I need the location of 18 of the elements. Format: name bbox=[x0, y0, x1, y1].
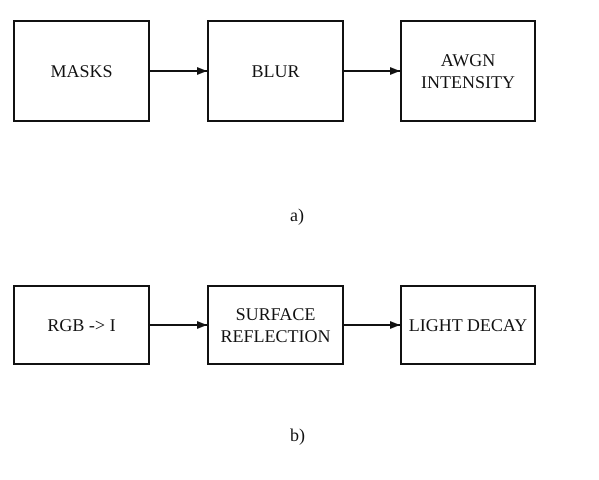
process-box bbox=[13, 20, 150, 122]
arrow bbox=[150, 321, 207, 329]
panel-label: b) bbox=[290, 425, 305, 446]
process-box bbox=[400, 20, 536, 122]
arrow bbox=[150, 67, 207, 75]
box-label: BLUR bbox=[251, 60, 300, 82]
process-box bbox=[207, 20, 344, 122]
process-box bbox=[400, 285, 536, 365]
process-box bbox=[207, 285, 344, 365]
panel-label: a) bbox=[290, 205, 304, 226]
process-box bbox=[13, 285, 150, 365]
box-label: RGB -> I bbox=[47, 314, 116, 336]
arrow bbox=[344, 67, 400, 75]
arrow bbox=[344, 321, 400, 329]
box-label: LIGHT DECAY bbox=[408, 314, 528, 336]
box-label: MASKS bbox=[50, 60, 113, 82]
box-label: SURFACE REFLECTION bbox=[220, 302, 332, 348]
box-label: AWGN INTENSITY bbox=[420, 48, 516, 94]
